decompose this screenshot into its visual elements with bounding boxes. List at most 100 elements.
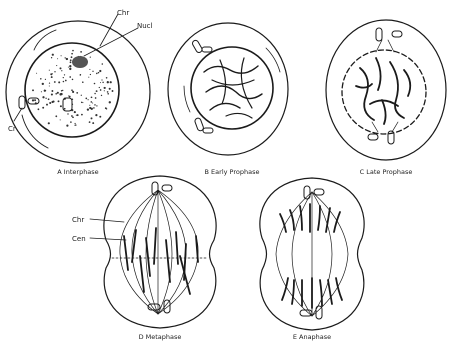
chromatin-granule xyxy=(80,74,81,75)
chromatin-granule xyxy=(63,77,64,78)
chromatin-granule xyxy=(72,91,74,93)
chromatin-granule xyxy=(49,102,51,104)
chromatin-granule xyxy=(57,58,58,59)
chromatin-granule xyxy=(60,105,62,107)
chromatin-granule xyxy=(64,108,66,110)
chromatin-granule xyxy=(76,115,77,116)
chromatin-granule xyxy=(94,93,96,95)
chromatin-granule xyxy=(42,83,44,85)
chromatin-granule xyxy=(61,55,62,56)
chromatin-granule xyxy=(82,102,83,103)
chromatin-granule xyxy=(92,102,93,103)
chromatin-granule xyxy=(89,121,91,123)
chromatin-granule xyxy=(94,83,96,85)
chromatin-granule xyxy=(69,65,71,67)
panel-c-condensed-chromosomes xyxy=(356,58,410,124)
chromatin-granule xyxy=(51,93,53,95)
panel-d-chromosomes xyxy=(124,228,198,294)
chromatin-granule xyxy=(105,87,106,88)
chromatin-granule xyxy=(58,81,60,83)
chromatin-granule xyxy=(41,91,42,92)
panel-d-label-cen: Cen xyxy=(72,235,86,243)
chromatin-granule xyxy=(51,57,52,58)
chromatin-granule xyxy=(36,73,37,74)
chromatin-granule xyxy=(51,76,53,78)
chromatin-granule xyxy=(101,95,102,96)
chromatin-granule xyxy=(69,76,71,78)
panel-a-label-nucl: Nucl xyxy=(137,22,153,30)
chromatin-granule xyxy=(59,67,61,69)
chromatin-granule xyxy=(61,70,62,71)
panel-c-caption: C Late Prophase xyxy=(360,168,413,176)
chromatin-granule xyxy=(94,104,96,106)
chromatin-granule xyxy=(85,98,87,100)
chromatin-granule xyxy=(72,79,74,81)
chromatin-granule xyxy=(95,114,97,116)
chromatin-granule xyxy=(102,63,104,65)
chromatin-granule xyxy=(42,96,44,98)
chromatin-granule xyxy=(38,108,40,110)
chromatin-granule xyxy=(65,57,66,58)
chromatin-granule xyxy=(54,71,55,72)
chromatin-granule xyxy=(63,81,65,83)
chromatin-granule xyxy=(89,105,90,106)
chromatin-granule xyxy=(104,90,105,91)
chromatin-granule xyxy=(89,107,91,109)
chromatin-granule xyxy=(40,78,42,80)
chromatin-granule xyxy=(67,113,68,114)
chromatin-granule xyxy=(52,73,53,74)
chromatin-granule xyxy=(74,123,75,124)
chromatin-granule xyxy=(34,99,35,100)
chromatin-granule xyxy=(80,51,82,53)
chromatin-granule xyxy=(110,81,112,83)
chromatin-granule xyxy=(66,125,68,127)
chromatin-granule xyxy=(56,65,57,66)
chromatin-granule xyxy=(96,90,98,92)
chromatin-granule xyxy=(57,92,59,94)
chromatin-granule xyxy=(100,82,101,83)
chromatin-granule xyxy=(71,56,73,58)
panel-e-anaphase: E Anaphase xyxy=(260,178,364,341)
chromatin-granule xyxy=(49,85,50,86)
chromatin-granule xyxy=(109,88,111,90)
chromatin-granule xyxy=(92,122,94,124)
chromatin-granule xyxy=(60,119,61,120)
chromatin-granule xyxy=(87,108,89,110)
panel-a-nucleolus xyxy=(72,56,88,68)
chromatin-granule xyxy=(51,90,53,92)
panel-b-early-prophase: B Early Prophase xyxy=(168,23,288,176)
chromatin-granule xyxy=(106,108,107,109)
chromatin-granule xyxy=(65,80,67,82)
chromatin-granule xyxy=(51,101,53,103)
chromatin-granule xyxy=(70,59,72,61)
chromatin-granule xyxy=(45,98,46,99)
chromatin-granule xyxy=(99,116,101,118)
chromatin-granule xyxy=(76,92,78,94)
chromatin-granule xyxy=(54,81,56,83)
chromatin-granule xyxy=(69,68,71,70)
chromatin-granule xyxy=(66,58,68,60)
chromatin-granule xyxy=(45,79,46,80)
chromatin-granule xyxy=(91,96,93,98)
chromatin-granule xyxy=(68,67,69,68)
chromatin-granule xyxy=(89,69,90,70)
chromatin-granule xyxy=(99,87,100,88)
chromatin-granule xyxy=(90,57,91,58)
chromatin-granule xyxy=(102,82,103,83)
chromatin-granule xyxy=(46,104,48,106)
chromatin-granule xyxy=(109,101,111,103)
panel-d-centrosomes xyxy=(148,182,172,313)
panel-c-centrosomes xyxy=(368,28,402,144)
chromatin-granule xyxy=(77,114,79,116)
chromatin-granule xyxy=(99,70,101,72)
chromatin-granule xyxy=(92,71,93,72)
chromatin-granule xyxy=(81,95,82,96)
chromatin-granule xyxy=(44,90,46,92)
chromatin-granule xyxy=(55,93,57,95)
chromatin-granule xyxy=(70,121,72,123)
chromatin-granule xyxy=(61,90,63,92)
panel-e-caption: E Anaphase xyxy=(293,333,331,341)
chromatin-granule xyxy=(107,81,109,83)
chromatin-granule xyxy=(70,61,72,63)
chromatin-granule xyxy=(71,115,73,117)
